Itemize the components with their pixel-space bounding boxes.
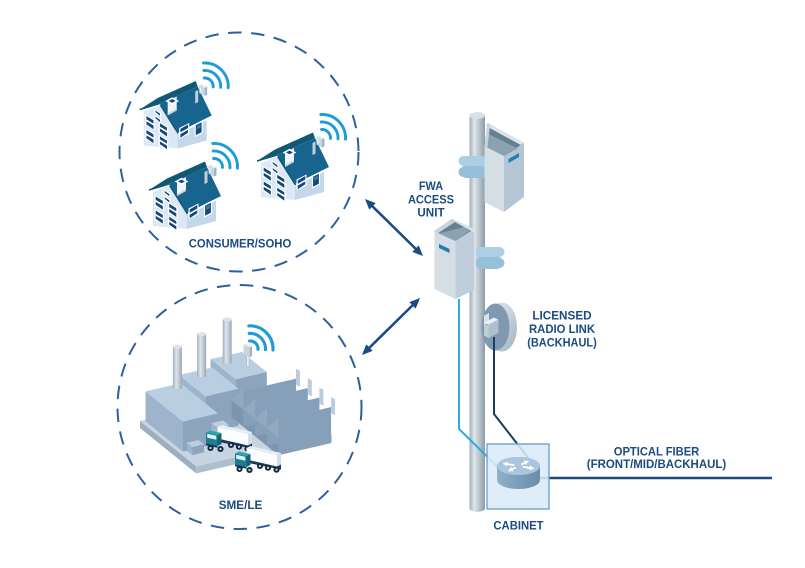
- consumer-link-arrow: [365, 199, 423, 256]
- antenna-pole: [469, 112, 485, 512]
- wifi-signal-icon: [247, 324, 275, 352]
- svg-text:UNIT: UNIT: [417, 206, 445, 220]
- router-icon: [497, 457, 540, 489]
- wifi-signal-icon: [211, 142, 239, 170]
- svg-text:RADIO LINK: RADIO LINK: [529, 322, 595, 336]
- sme-link-arrow: [362, 298, 420, 355]
- consumer-soho-label: CONSUMER/SOHO: [189, 236, 292, 250]
- svg-text:LICENSED: LICENSED: [532, 308, 591, 322]
- sme-le-label: SME/LE: [219, 498, 263, 512]
- house-icon: [148, 142, 239, 232]
- svg-text:OPTICAL FIBER: OPTICAL FIBER: [614, 444, 700, 458]
- pole-clamp: [458, 156, 487, 178]
- svg-text:FWA: FWA: [419, 179, 444, 193]
- tower-group: [434, 112, 772, 512]
- optical-fiber-label: OPTICAL FIBER(FRONT/MID/BACKHAUL): [587, 444, 726, 470]
- svg-text:(FRONT/MID/BACKHAUL): (FRONT/MID/BACKHAUL): [587, 457, 726, 471]
- wifi-signal-icon: [319, 113, 347, 141]
- cabinet-label: CABINET: [493, 518, 544, 532]
- fwa-access-unit-lower: [434, 219, 474, 299]
- factory-icon: [140, 317, 336, 474]
- sme-zone-circle: [116, 284, 363, 530]
- radio-dish-icon: [481, 302, 517, 352]
- house-icon: [138, 61, 230, 152]
- svg-text:ACCESS: ACCESS: [408, 192, 454, 206]
- wireless-link-arrows: [362, 199, 423, 355]
- wifi-signal-icon: [202, 61, 230, 90]
- svg-text:(BACKHAUL): (BACKHAUL): [527, 335, 597, 349]
- pole-clamp: [476, 247, 505, 269]
- consumer-zone-circle: [118, 31, 360, 273]
- sme-le-zone: SME/LE: [116, 284, 363, 530]
- house-icon: [256, 113, 347, 203]
- consumer-soho-zone: CONSUMER/SOHO: [118, 31, 360, 273]
- fwa-access-unit-upper: [484, 123, 524, 212]
